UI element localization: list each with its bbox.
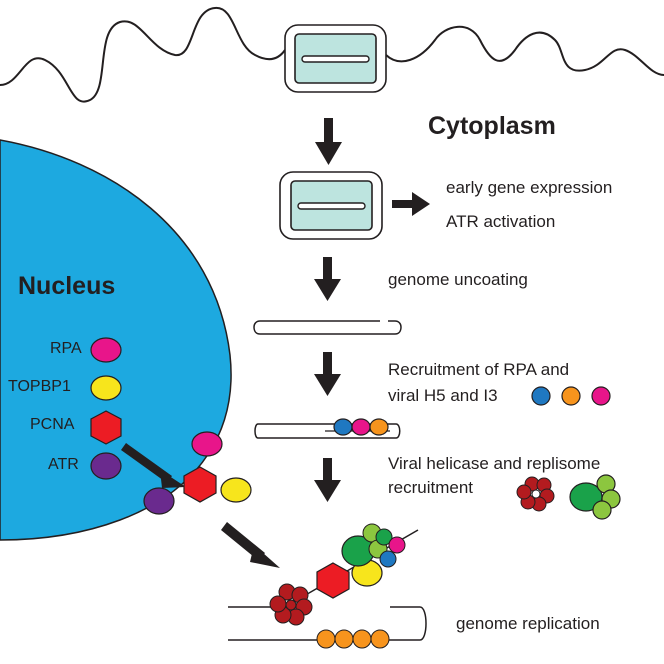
cytoplasm-label: Cytoplasm (428, 112, 556, 140)
arrow-nucleus-out (121, 443, 186, 488)
replication-label: genome replication (456, 614, 600, 633)
uncoating-label: genome uncoating (388, 270, 528, 289)
down-arrows (314, 118, 342, 502)
rpa-label: RPA (50, 340, 82, 357)
atr-label: ATR (48, 456, 79, 473)
recruitment-label-2: viral H5 and I3 (388, 386, 498, 405)
recruitment-label-1: Recruitment of RPA and (388, 360, 570, 379)
arrow-down-3 (314, 352, 341, 396)
arrow-right (392, 192, 430, 216)
released-factors (143, 431, 252, 515)
arrow-down-2 (314, 257, 341, 301)
recruitment-key (531, 386, 611, 406)
nucleus-label: Nucleus (18, 272, 116, 300)
arrow-down-4 (314, 458, 341, 502)
virion-cytoplasm (279, 171, 383, 240)
pcna-label: PCNA (30, 416, 75, 433)
host-factor-key (90, 337, 122, 480)
arrow-to-fork (221, 522, 280, 568)
cell-membrane (0, 6, 664, 103)
genome-with-proteins (254, 418, 401, 439)
helicase-label-2: recruitment (388, 478, 474, 497)
helicase-key (516, 476, 555, 512)
replicating-genome (228, 523, 427, 649)
topbp1-label: TOPBP1 (8, 378, 71, 395)
replisome-key (569, 474, 621, 520)
virion-entering (284, 24, 387, 93)
early-expression-label: early gene expression (446, 178, 613, 197)
helicase-label-1: Viral helicase and replisome (388, 454, 601, 473)
atr-activation-label: ATR activation (446, 212, 556, 231)
arrow-down-1 (315, 118, 342, 165)
uncoated-genome (253, 320, 402, 335)
